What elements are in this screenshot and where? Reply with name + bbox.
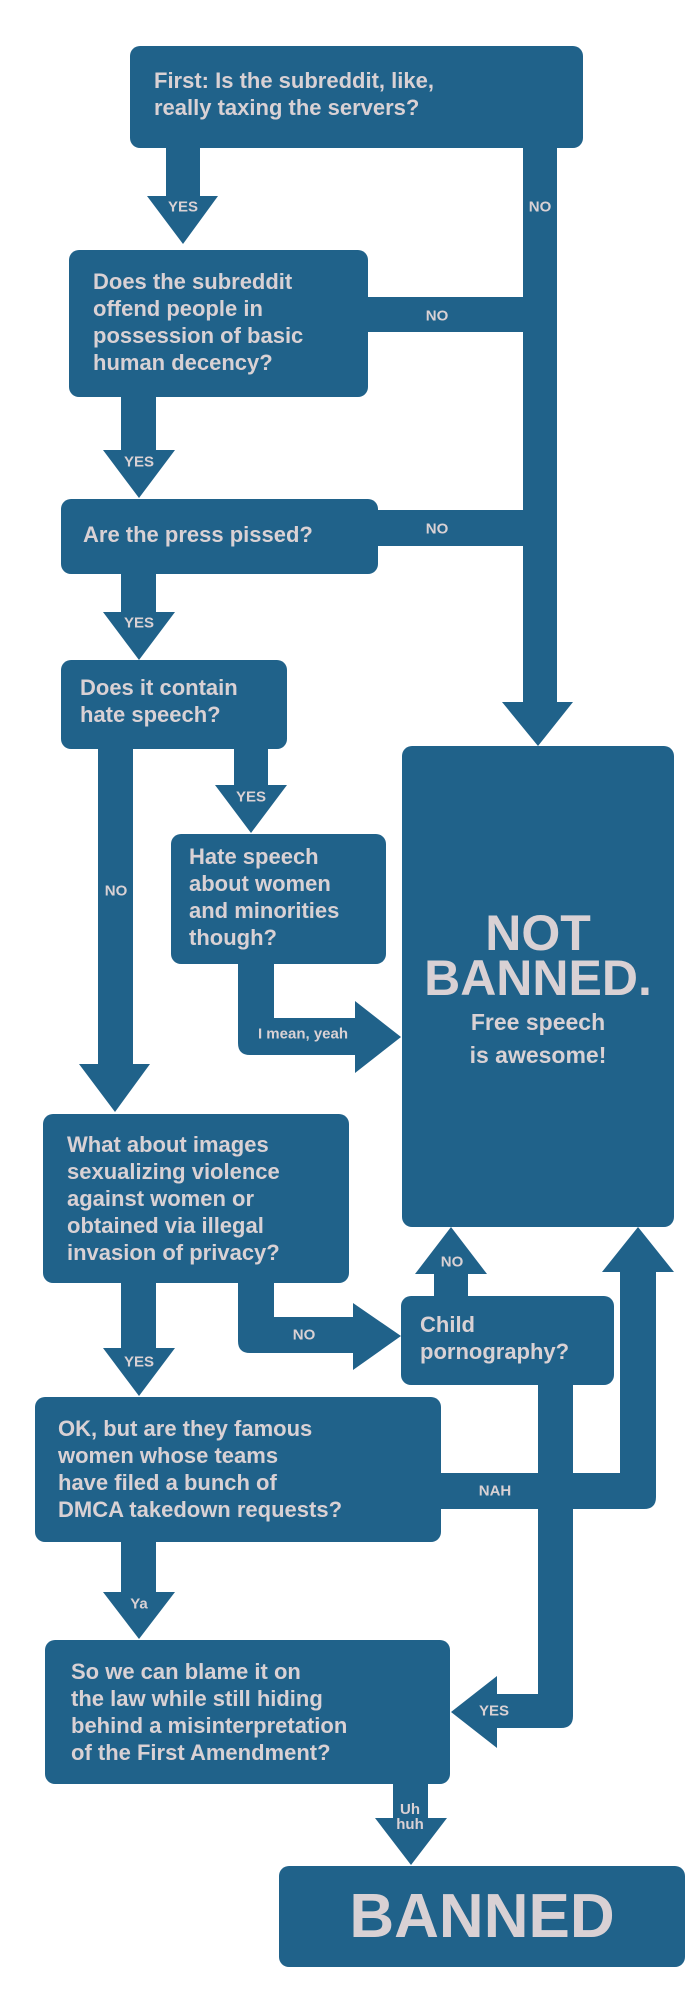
label-no: NO [425, 520, 449, 538]
label-yes: YES [123, 453, 155, 471]
not-banned-sub-2: is awesome! [469, 1042, 607, 1068]
node-press-text: Are the press pissed? [83, 522, 313, 547]
arrow-i-mean-yeah [238, 960, 401, 1073]
node-women-minorities-text: Hate speech about women and minorities t… [189, 844, 340, 950]
arrow-decency-no [360, 297, 527, 332]
label-no: NO [425, 307, 449, 325]
arrow-no-to-not-banned [502, 140, 573, 746]
node-decency-text: Does the subreddit offend people in poss… [93, 269, 304, 375]
arrow-hate-no [79, 745, 150, 1112]
label-yes: YES [123, 1353, 155, 1371]
label-yes: YES [123, 614, 155, 632]
arrow-press-no [370, 510, 527, 546]
node-images [43, 1114, 349, 1283]
node-servers [130, 46, 583, 148]
not-banned-title-1: NOT [485, 905, 591, 961]
node-hate [61, 660, 287, 749]
arrow-images-yes [103, 1280, 175, 1396]
arrow-blame-uh-huh [375, 1780, 447, 1865]
label-uh-huh: Uh huh [396, 1801, 424, 1833]
node-images-text: What about images sexualizing violence a… [67, 1132, 280, 1265]
node-child [401, 1296, 614, 1385]
not-banned-sub-1: Free speech [470, 1009, 606, 1035]
node-famous-text: OK, but are they famous women whose team… [58, 1416, 343, 1522]
banned-title: BANNED [349, 1882, 615, 1951]
label-nah: NAH [478, 1482, 512, 1500]
node-press [61, 499, 378, 574]
outcome-banned: BANNED [279, 1866, 685, 1967]
node-blame [45, 1640, 450, 1784]
arrow-images-no [238, 1280, 401, 1370]
node-servers-text: First: Is the subreddit, like, really ta… [154, 68, 434, 120]
label-no: NO [440, 1253, 464, 1271]
node-women-minorities [171, 834, 386, 964]
label-ya: Ya [130, 1595, 148, 1613]
node-decency [69, 250, 368, 397]
label-yes: YES [167, 198, 199, 216]
arrow-famous-nah [437, 1227, 674, 1509]
label-no: NO [292, 1326, 316, 1344]
not-banned-title-2: BANNED. [424, 950, 652, 1006]
arrow-decency-yes [103, 390, 175, 498]
arrow-press-yes [103, 570, 175, 660]
node-blame-text: So we can blame it on the law while stil… [71, 1659, 348, 1765]
arrow-hate-yes [215, 745, 287, 833]
label-no: NO [528, 198, 552, 216]
label-yes: YES [478, 1702, 510, 1720]
arrow-famous-ya [103, 1538, 175, 1639]
outcome-not-banned: NOT BANNED. Free speech is awesome! [402, 746, 674, 1227]
node-hate-text: Does it contain hate speech? [80, 675, 238, 727]
node-child-text: Child pornography? [420, 1312, 570, 1364]
arrow-servers-yes [147, 140, 218, 244]
arrow-child-no [415, 1227, 487, 1300]
label-no: NO [104, 882, 128, 900]
label-yes: YES [235, 788, 267, 806]
node-famous [35, 1397, 441, 1542]
arrow-child-yes [451, 1380, 573, 1748]
label-i-mean-yeah: I mean, yeah [257, 1025, 349, 1043]
